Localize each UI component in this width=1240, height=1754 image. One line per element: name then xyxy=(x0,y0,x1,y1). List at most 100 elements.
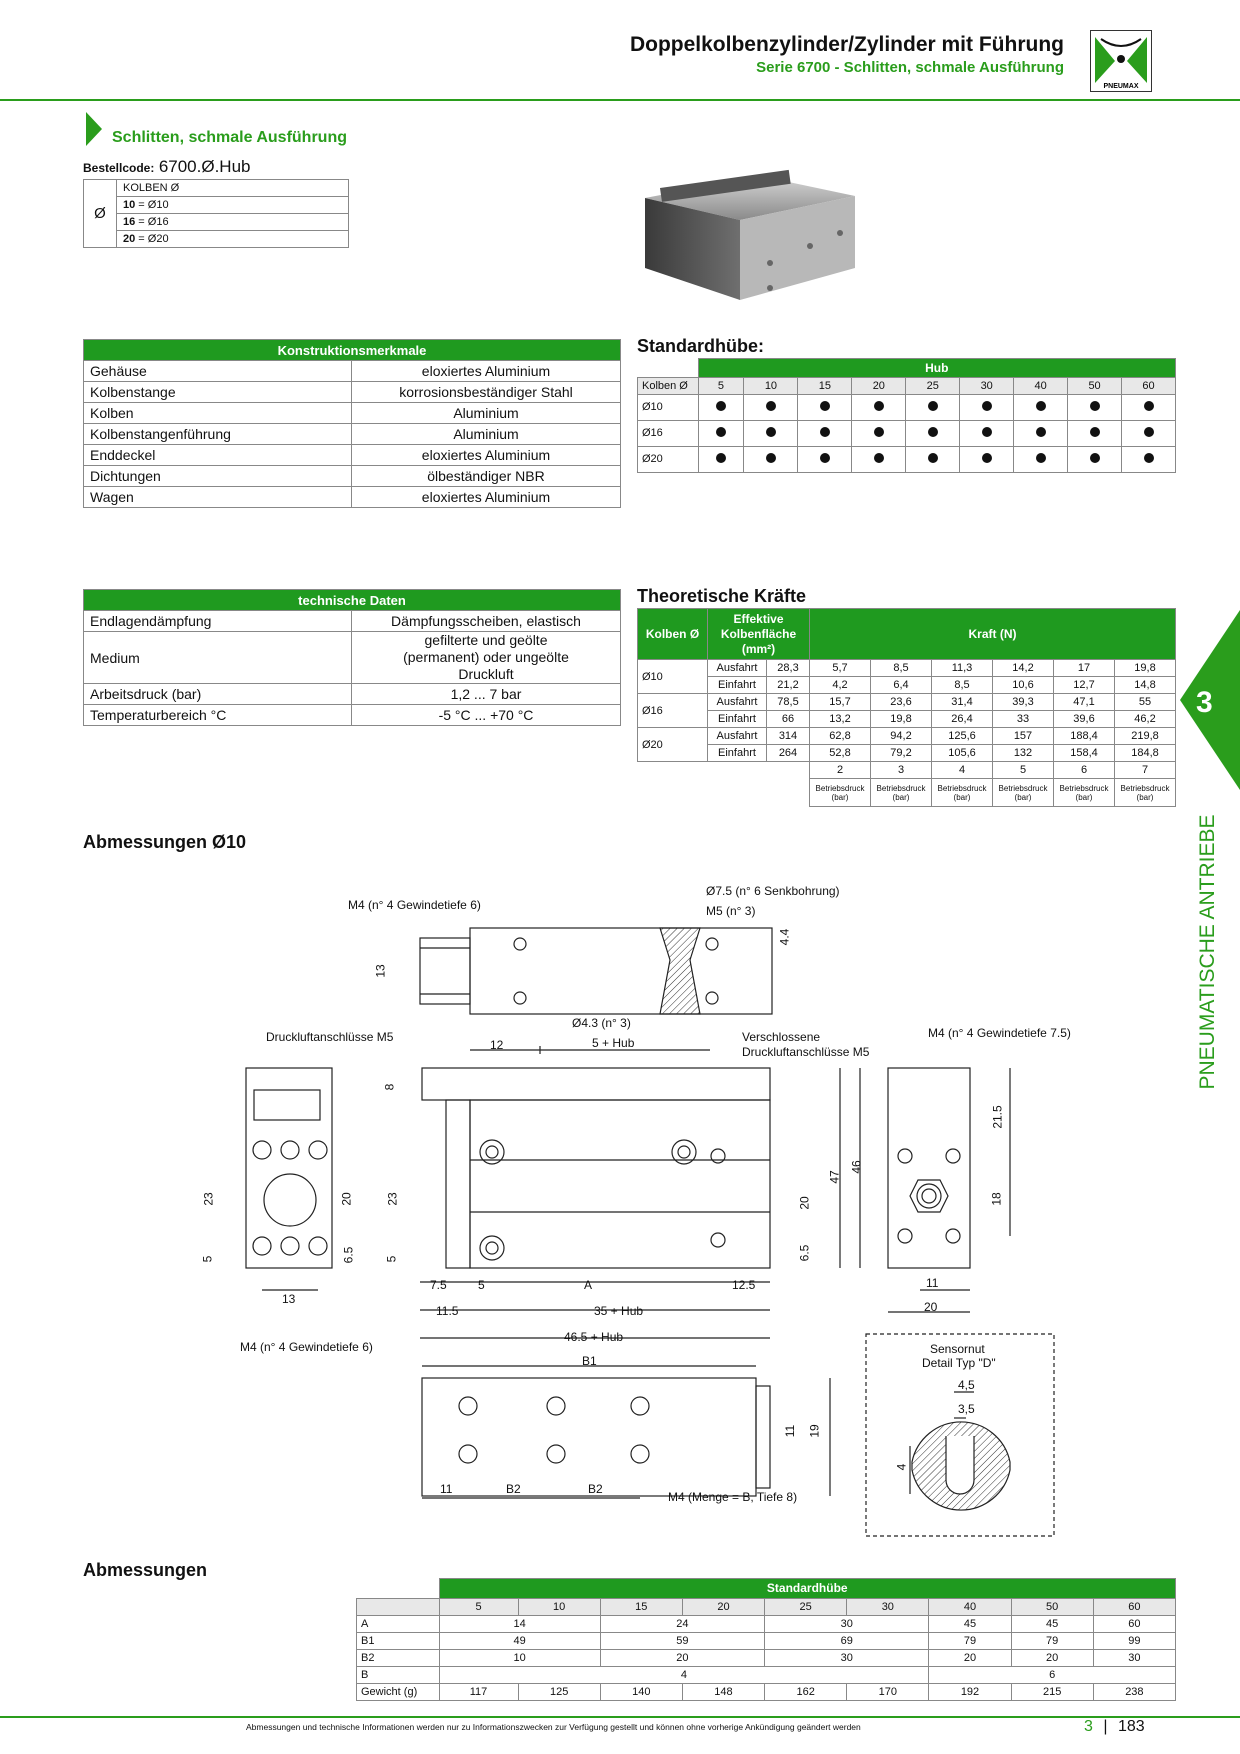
order-row: 10 = Ø10 xyxy=(116,196,349,214)
table-cell: eloxiertes Aluminium xyxy=(351,360,621,382)
table-row: Enddeckel xyxy=(83,444,352,466)
label-verschlossene: Verschlossene xyxy=(742,1030,821,1044)
label-11-right: 11 xyxy=(926,1276,939,1290)
label-4: 4 xyxy=(894,1463,909,1471)
table-row: Arbeitsdruck (bar) xyxy=(83,683,352,705)
pneumax-logo: PNEUMAX xyxy=(1090,30,1152,92)
available-dot-icon xyxy=(765,426,776,437)
footer-disclaimer: Abmessungen und technische Informationen… xyxy=(246,1722,861,1732)
available-dot-icon xyxy=(873,426,884,437)
order-code-line: Bestellcode: 6700.Ø.Hub xyxy=(83,157,251,177)
available-dot-icon xyxy=(1089,400,1100,411)
table-cell: Aluminium xyxy=(351,402,621,424)
label-23-mid: 23 xyxy=(385,1192,400,1206)
product-photo xyxy=(640,168,880,308)
available-dot-icon xyxy=(1035,452,1046,463)
label-m4-bottom: M4 (n° 4 Gewindetiefe 6) xyxy=(240,1340,373,1354)
hub-header: Hub xyxy=(697,358,1176,378)
page-title: Doppelkolbenzylinder/Zylinder mit Führun… xyxy=(629,33,1064,56)
stroke-header: 25 xyxy=(905,376,961,395)
header-divider xyxy=(0,99,1240,101)
available-dot-icon xyxy=(873,452,884,463)
stroke-header: 60 xyxy=(1121,376,1176,395)
kolben-header: Kolben Ø xyxy=(637,376,699,395)
flaeche-header: Effektive Kolbenfläche (mm²) xyxy=(707,608,810,660)
table-cell: gefilterte und geölte (permanent) oder u… xyxy=(351,631,621,684)
kolben-header: Kolben Ø xyxy=(637,608,708,660)
table-row: Ø20 xyxy=(637,445,1176,473)
kraefte-title: Theoretische Kräfte xyxy=(637,586,807,606)
label-druck: Druckluftanschlüsse M5 xyxy=(266,1030,394,1044)
stroke-header: 50 xyxy=(1067,376,1123,395)
chapter-side-label: PNEUMATISCHE ANTRIEBE xyxy=(1196,814,1219,1090)
label-B2-2: B2 xyxy=(588,1482,603,1496)
table-cell: ölbeständiger NBR xyxy=(351,465,621,487)
available-dot-icon xyxy=(715,426,726,437)
label-35: 3,5 xyxy=(958,1402,975,1416)
table-cell: eloxiertes Aluminium xyxy=(351,444,621,466)
available-dot-icon xyxy=(819,452,830,463)
label-11-bottom: 11 xyxy=(440,1482,453,1496)
available-dot-icon xyxy=(1089,426,1100,437)
label-5-bottom: 5 xyxy=(478,1278,485,1292)
label-65-left: 6.5 xyxy=(341,1246,356,1264)
label-m4-75: M4 (n° 4 Gewindetiefe 7.5) xyxy=(928,1026,1071,1040)
page-subtitle: Serie 6700 - Schlitten, schmale Ausführu… xyxy=(756,59,1064,76)
label-senkbohrung: Ø7.5 (n° 6 Senkbohrung) xyxy=(706,884,840,898)
available-dot-icon xyxy=(981,426,992,437)
available-dot-icon xyxy=(981,400,992,411)
stroke-header: 15 xyxy=(797,376,853,395)
available-dot-icon xyxy=(1143,426,1154,437)
kraefte-table: Kolben Ø Effektive Kolbenfläche (mm²) Kr… xyxy=(637,608,1176,807)
label-45: 4,5 xyxy=(958,1378,975,1392)
label-13-top: 13 xyxy=(373,964,388,978)
abmessungen-title: Abmessungen xyxy=(83,1560,208,1580)
label-46: 46 xyxy=(849,1160,864,1174)
stroke-header: 10 xyxy=(743,376,799,395)
table-row: Kolbenstangenführung xyxy=(83,423,352,445)
label-23-left: 23 xyxy=(201,1192,216,1206)
stroke-header: 40 xyxy=(1013,376,1069,395)
label-m4-top: M4 (n° 4 Gewindetiefe 6) xyxy=(348,898,481,912)
kraft-header: Kraft (N) xyxy=(809,608,1176,660)
standardhuebe-title: Standardhübe: xyxy=(637,336,765,356)
table-row: Kolben xyxy=(83,402,352,424)
available-dot-icon xyxy=(765,452,776,463)
footer-divider xyxy=(0,1716,1240,1718)
konstruktion-title: Konstruktionsmerkmale xyxy=(83,339,621,361)
drawing-title: Abmessungen Ø10 xyxy=(83,832,247,852)
order-row: 20 = Ø20 xyxy=(116,230,349,248)
available-dot-icon xyxy=(819,400,830,411)
footer-page: 3 | 183 xyxy=(1084,1718,1145,1735)
standardhuebe-table: Hub Kolben Ø 5 10 15 20 25 30 40 50 60 Ø… xyxy=(637,358,1176,473)
label-75: 7.5 xyxy=(430,1278,447,1292)
label-verschl-druck: Druckluftanschlüsse M5 xyxy=(742,1045,870,1059)
table-cell: Aluminium xyxy=(351,423,621,445)
label-5-mid: 5 xyxy=(384,1255,399,1263)
label-m5: M5 (n° 3) xyxy=(706,904,756,918)
table-cell: 1,2 ... 7 bar xyxy=(351,683,621,705)
label-20-right: 20 xyxy=(924,1300,938,1314)
order-symbol: Ø xyxy=(83,179,117,248)
label-11-side: 11 xyxy=(783,1424,798,1438)
order-code-table: Ø KOLBEN Ø 10 = Ø10 16 = Ø16 20 = Ø20 xyxy=(83,179,349,248)
available-dot-icon xyxy=(927,452,938,463)
chapter-number: 3 xyxy=(1196,686,1213,719)
table-row: Temperaturbereich °C xyxy=(83,704,352,726)
footer-chapter: 3 xyxy=(1084,1718,1093,1735)
label-20-left: 20 xyxy=(339,1192,354,1206)
label-detail-d: Detail Typ "D" xyxy=(922,1356,996,1370)
available-dot-icon xyxy=(1143,452,1154,463)
available-dot-icon xyxy=(715,400,726,411)
available-dot-icon xyxy=(1035,400,1046,411)
label-47: 47 xyxy=(827,1170,842,1184)
logo-text: PNEUMAX xyxy=(1103,83,1138,90)
technische-title: technische Daten xyxy=(83,589,621,611)
